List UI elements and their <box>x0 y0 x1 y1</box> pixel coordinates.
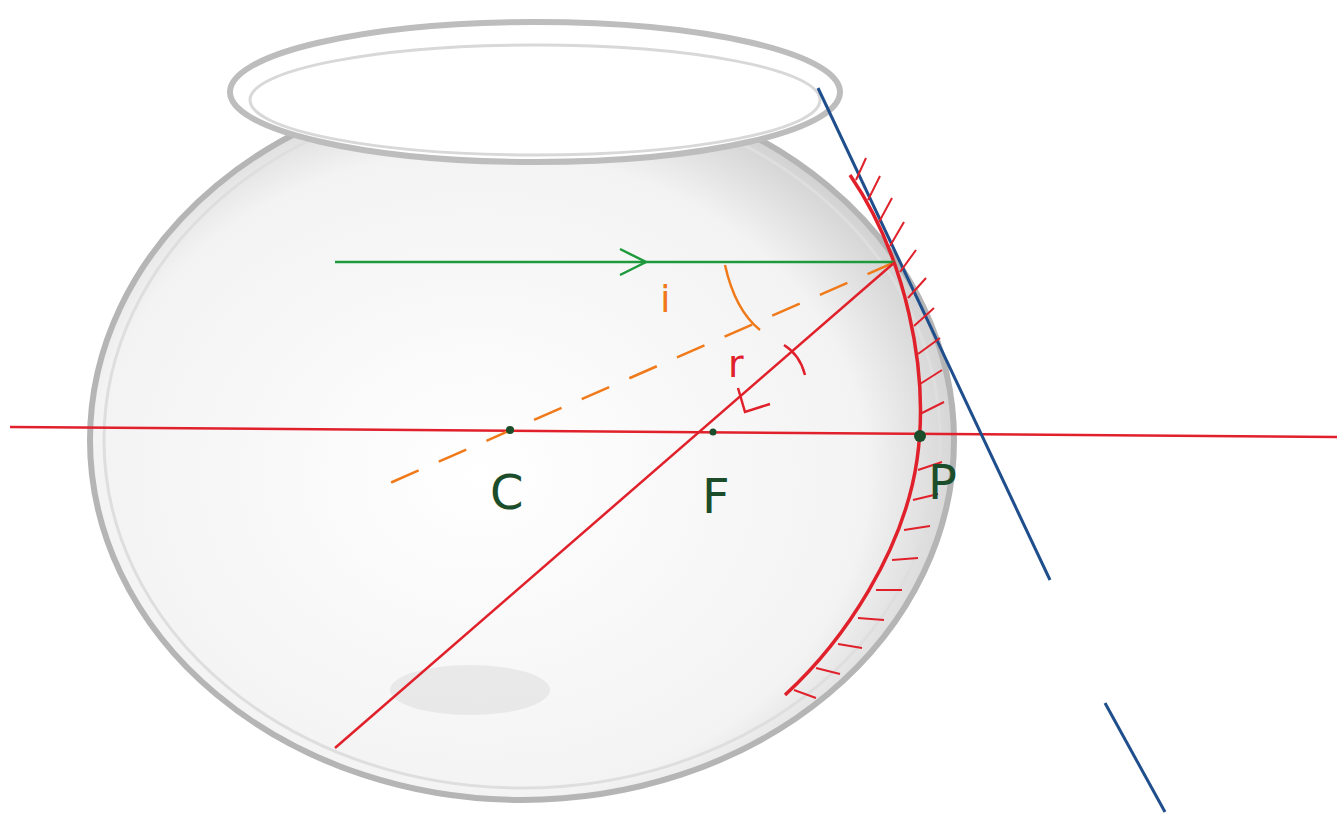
tangent-line <box>1105 703 1165 812</box>
angle-arc <box>784 345 805 375</box>
reflected-ray <box>335 262 895 748</box>
bowl-body <box>90 80 954 800</box>
incident-ray <box>335 261 895 264</box>
bowl-inner-edge <box>104 92 940 788</box>
point-label: F <box>702 472 730 520</box>
bowl-rim-inner <box>250 45 820 155</box>
concave-mirror <box>785 175 920 695</box>
bowl-base-reflection <box>390 665 550 715</box>
principal-axis <box>10 427 1337 437</box>
center-point <box>506 426 514 434</box>
ray-arrowhead <box>738 388 770 412</box>
bowl-rim <box>230 22 840 162</box>
normal-line <box>390 262 895 483</box>
tangent-line <box>818 88 1050 580</box>
focus-point <box>710 429 717 436</box>
point-label: P <box>928 458 957 506</box>
angle-arc <box>725 265 760 330</box>
point-label: C <box>490 468 524 516</box>
pole-point <box>914 430 926 442</box>
angle-label: r <box>728 345 744 383</box>
angle-label: i <box>660 280 671 318</box>
ray-arrowhead <box>620 249 646 275</box>
